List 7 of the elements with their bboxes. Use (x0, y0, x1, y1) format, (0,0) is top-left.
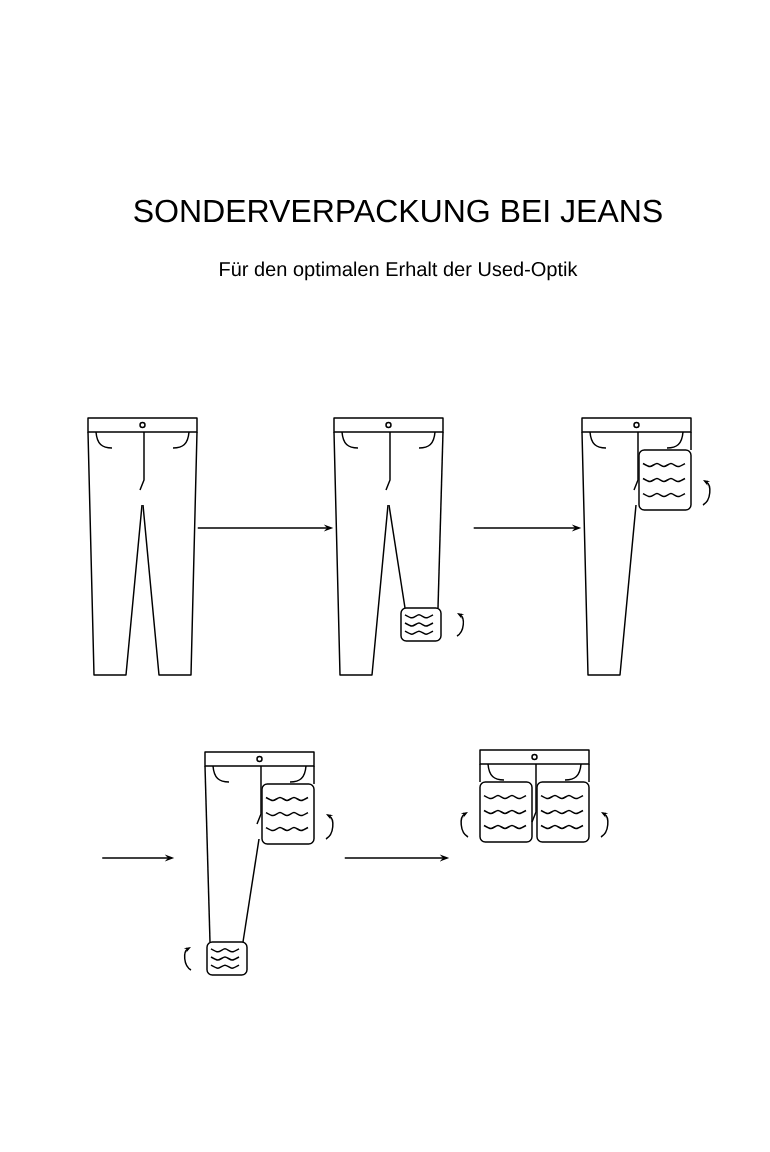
jeans-drawing (581, 417, 711, 676)
subtitle: Für den optimalen Erhalt der Used-Optik (220, 261, 578, 281)
jeans-drawing (183, 751, 334, 976)
jeans-drawing (333, 417, 465, 676)
jeans-drawing (87, 417, 198, 676)
jeans-drawing (460, 749, 609, 843)
title: SONDERVERPACKUNG BEI JEANS (134, 199, 662, 223)
